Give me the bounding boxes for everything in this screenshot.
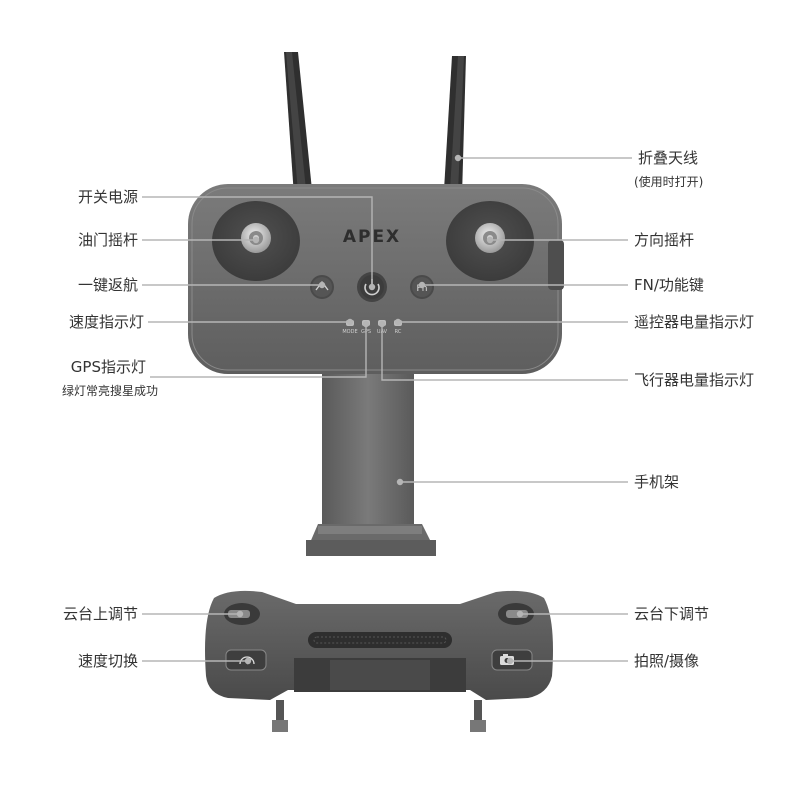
label-speed-indicator: 速度指示灯 [68, 313, 144, 331]
leader-lines [142, 154, 632, 665]
label-gimbal-up: 云台上调节 [62, 605, 138, 623]
label-return-home: 一键返航 [77, 276, 138, 294]
label-gimbal-down: 云台下调节 [634, 605, 710, 623]
antenna-right [444, 56, 466, 196]
label-rc-battery: 遥控器电量指示灯 [634, 313, 755, 331]
antenna-left [284, 52, 312, 196]
controller-bottom-view [205, 590, 553, 732]
rc-tag: RC [395, 329, 402, 335]
label-power: 开关电源 [77, 188, 138, 206]
power-icon [364, 283, 380, 296]
fn-glyph: Fn [417, 284, 428, 294]
label-antenna: 折叠天线 [638, 149, 699, 167]
label-throttle-stick: 油门摇杆 [77, 231, 138, 249]
label-speed-switch: 速度切换 [77, 652, 138, 670]
brand-logo: APEX [343, 227, 401, 247]
phone-holder [306, 358, 436, 556]
label-gps-note: 绿灯常亮搜星成功 [61, 384, 158, 398]
speaker-grille [308, 632, 452, 648]
mode-tag: MODE [342, 329, 357, 335]
gps-line [150, 324, 367, 378]
label-photo-video: 拍照/摄像 [634, 652, 700, 670]
label-antenna-note: (使用时打开) [634, 175, 704, 189]
label-fn-key: FN/功能键 [634, 276, 704, 294]
label-phone-holder: 手机架 [634, 473, 680, 491]
gimbal-down-wheel[interactable] [498, 603, 534, 625]
label-uav-battery: 飞行器电量指示灯 [634, 371, 755, 389]
power-line [142, 196, 373, 287]
label-gps-indicator: GPS指示灯 [70, 358, 146, 376]
label-direction-stick: 方向摇杆 [634, 231, 695, 249]
speedometer-icon [239, 656, 255, 665]
uav-battery-line [381, 324, 628, 381]
